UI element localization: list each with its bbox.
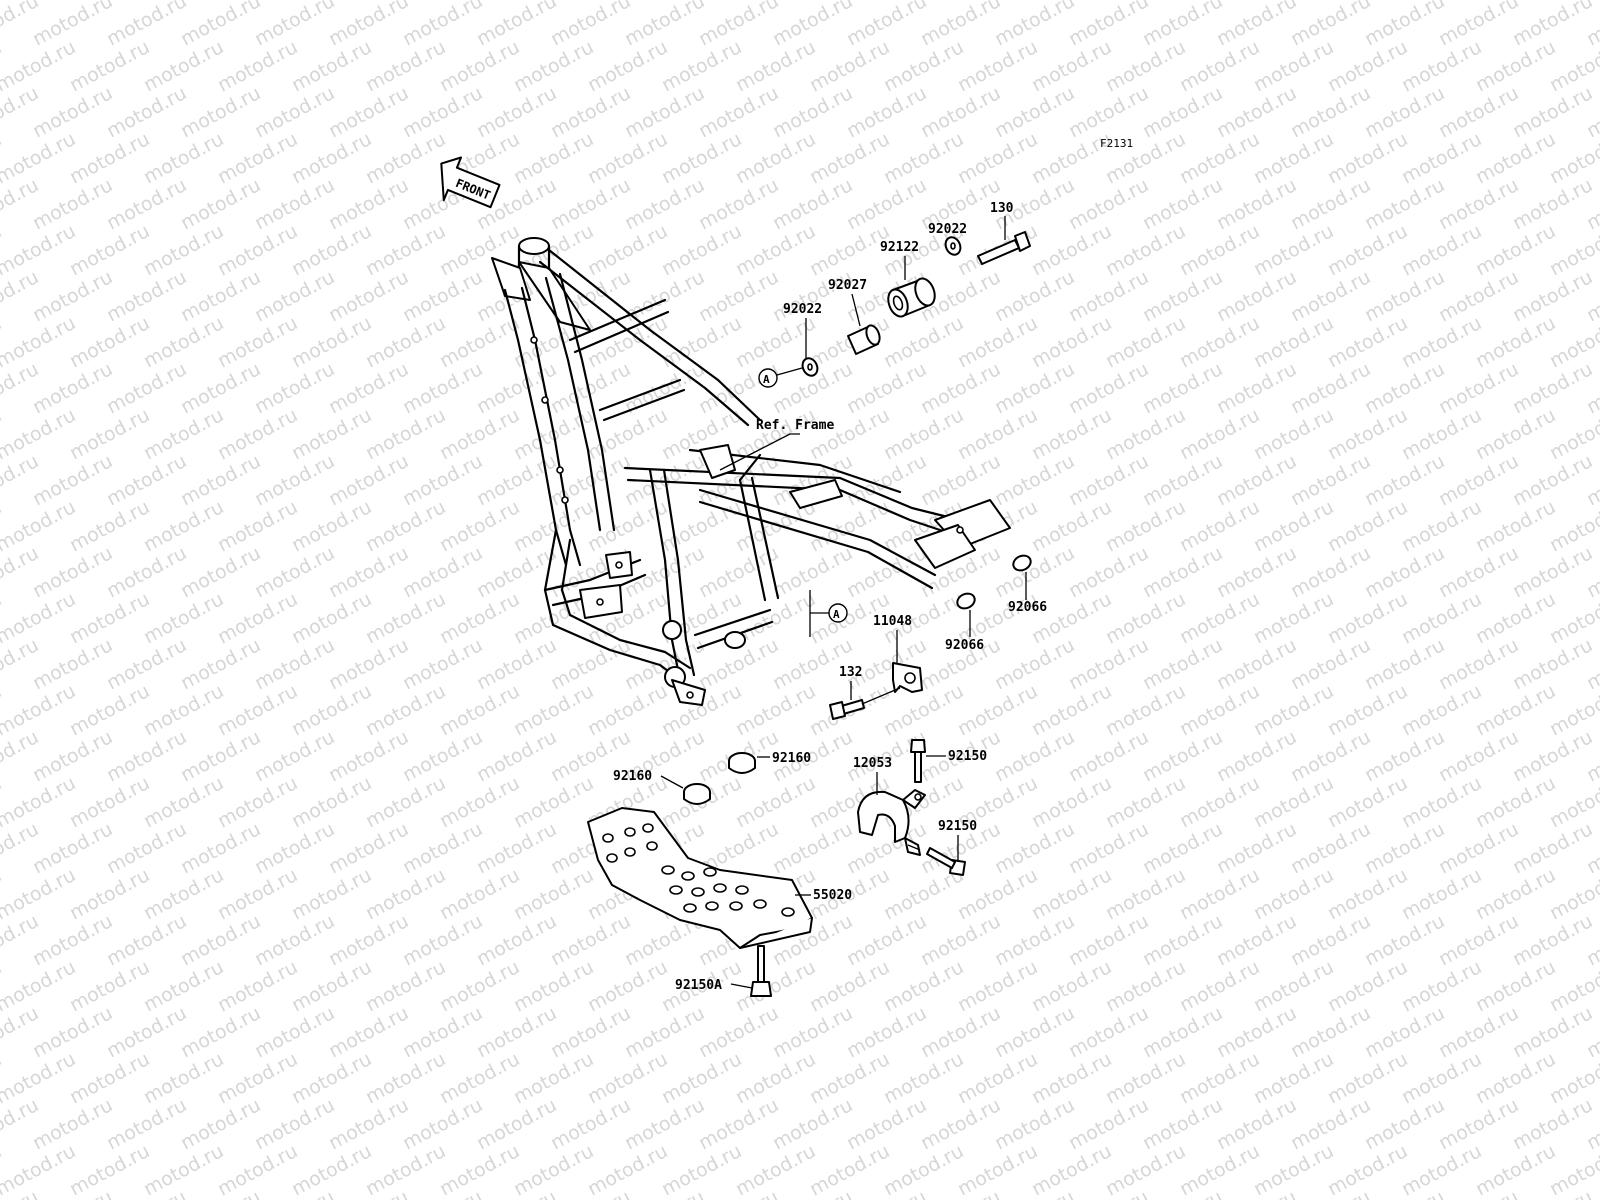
- callout-92066-left: 92066: [945, 638, 984, 653]
- watermark-text: motod.ru: [1213, 0, 1300, 50]
- skid-plate-holes: [602, 823, 795, 917]
- ref-frame-label: Ref. Frame: [756, 418, 834, 433]
- bolt-132: [829, 699, 865, 720]
- watermark-text: motod.ru: [1435, 0, 1522, 50]
- marker-a-top: A: [758, 368, 778, 388]
- watermark-text: motod.ru: [473, 0, 560, 50]
- motorcycle-frame: [491, 237, 1011, 706]
- steering-head: [518, 237, 550, 255]
- callout-92150-bottom: 92150: [938, 819, 977, 834]
- sleeve-92027: [847, 324, 881, 355]
- watermark-text: motod.ru: [103, 0, 190, 50]
- bracket-11048: [892, 662, 923, 693]
- watermark-text: motod.ru: [29, 0, 116, 50]
- watermark-text: motod.ru: [251, 0, 338, 50]
- callout-12053: 12053: [853, 756, 892, 771]
- figure-code: F2131: [1100, 137, 1133, 150]
- pivot-boss: [662, 620, 682, 640]
- watermark-text: motod.ru: [1287, 0, 1374, 50]
- watermark-text: motod.ru: [177, 0, 264, 50]
- callout-130: 130: [990, 201, 1014, 216]
- callout-92160-left: 92160: [613, 769, 652, 784]
- bolt-92150-top: [910, 739, 926, 783]
- cap-92066-right: [1012, 554, 1032, 572]
- watermark-text: motod.ru: [325, 0, 412, 50]
- callout-11048: 11048: [873, 614, 912, 629]
- front-arrow-icon: FRONT: [440, 156, 501, 209]
- callout-92122: 92122: [880, 240, 919, 255]
- watermark-text: motod.ru: [1509, 0, 1596, 50]
- watermark-text: motod.ru: [843, 0, 930, 50]
- watermark-text: motod.ru: [621, 0, 708, 50]
- callout-92160-right: 92160: [772, 751, 811, 766]
- callout-92066-right: 92066: [1008, 600, 1047, 615]
- skid-plate-55020: [587, 807, 813, 949]
- bushing-92122: [887, 277, 936, 318]
- grommet-92160-left: [683, 783, 711, 805]
- watermark-text: motod.ru: [547, 0, 634, 50]
- svg-text:A: A: [833, 608, 840, 621]
- watermark-text: motod.ru: [991, 0, 1078, 50]
- callout-92150A: 92150A: [675, 978, 722, 993]
- callout-92022-top: 92022: [928, 222, 967, 237]
- watermark-text: motod.ru: [1361, 0, 1448, 50]
- marker-a-lower: A: [828, 603, 848, 623]
- watermark-text: motod.ru: [1139, 0, 1226, 50]
- watermark-text: motod.ru: [1065, 0, 1152, 50]
- grommet-92160-right: [728, 752, 756, 774]
- bolt-92150A: [750, 945, 772, 997]
- callout-55020: 55020: [813, 888, 852, 903]
- watermark-text: motod.ru: [695, 0, 782, 50]
- watermark-text: motod.ru: [769, 0, 856, 50]
- callout-92027: 92027: [828, 278, 867, 293]
- bolt-130: [977, 231, 1031, 265]
- bolt-92150-bottom: [926, 847, 966, 876]
- watermark-text: motod.ru: [399, 0, 486, 50]
- callout-92150-top: 92150: [948, 749, 987, 764]
- callout-132: 132: [839, 665, 862, 680]
- svg-text:A: A: [763, 373, 770, 386]
- callout-92022-left: 92022: [783, 302, 822, 317]
- watermark-text: motod.ru: [917, 0, 1004, 50]
- cap-92066-left: [956, 592, 976, 610]
